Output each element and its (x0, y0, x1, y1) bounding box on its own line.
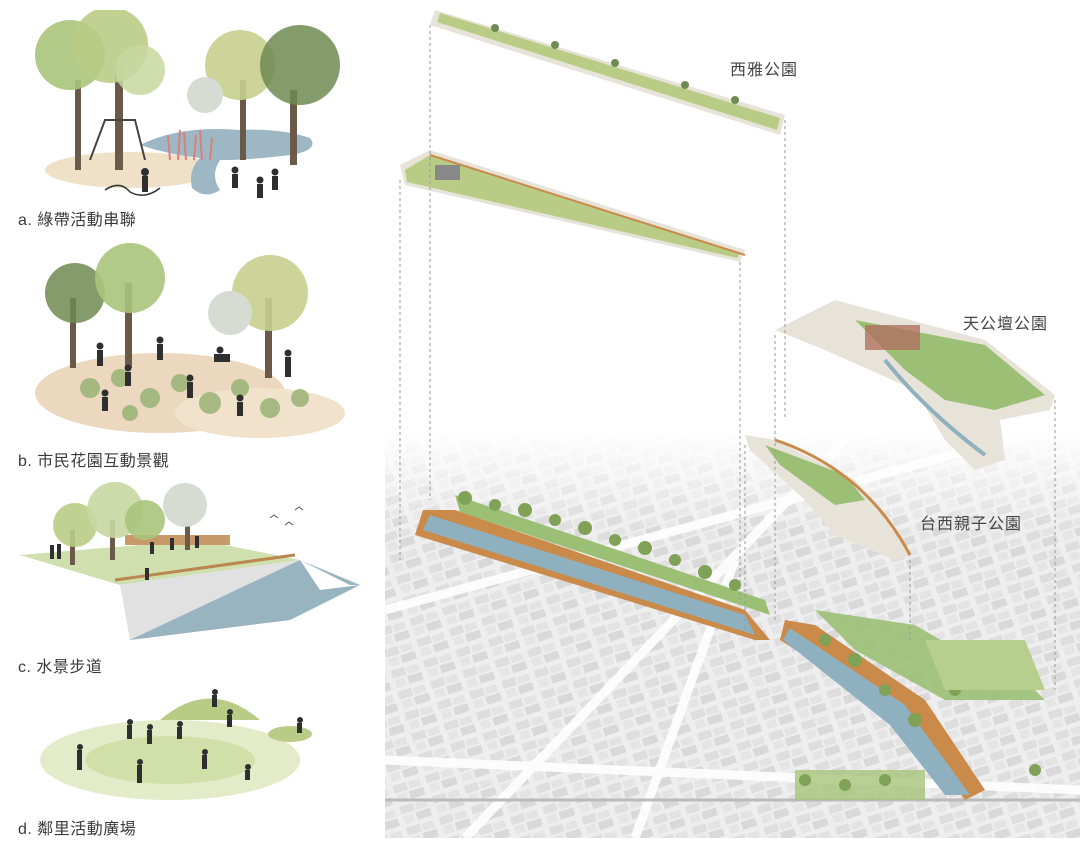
park-activity-scene-illustration (35, 10, 340, 198)
park-label-xiya: 西雅公園 (730, 62, 799, 79)
scene-caption-d: d. 鄰里活動廣場 (18, 821, 137, 838)
axonometric-map: 西雅公園 天公壇公園 台西親子公園 (383, 0, 1080, 842)
neighborhood-plaza-scene-illustration (40, 689, 312, 800)
park-label-taixi-family: 台西親子公園 (920, 516, 1023, 533)
scene-caption-a: a. 綠帶活動串聯 (18, 212, 137, 229)
park-label-tiangongtan: 天公壇公園 (963, 316, 1049, 333)
community-garden-scene-illustration (35, 243, 345, 438)
scene-column: a. 綠帶活動串聯 b. 市民花園互動景觀 (0, 0, 370, 838)
scene-caption-c: c. 水景步道 (18, 659, 103, 676)
waterfront-walkway-scene-illustration (20, 482, 360, 640)
axonometric-map-drawing (383, 10, 1080, 842)
scene-caption-b: b. 市民花園互動景觀 (18, 453, 170, 470)
